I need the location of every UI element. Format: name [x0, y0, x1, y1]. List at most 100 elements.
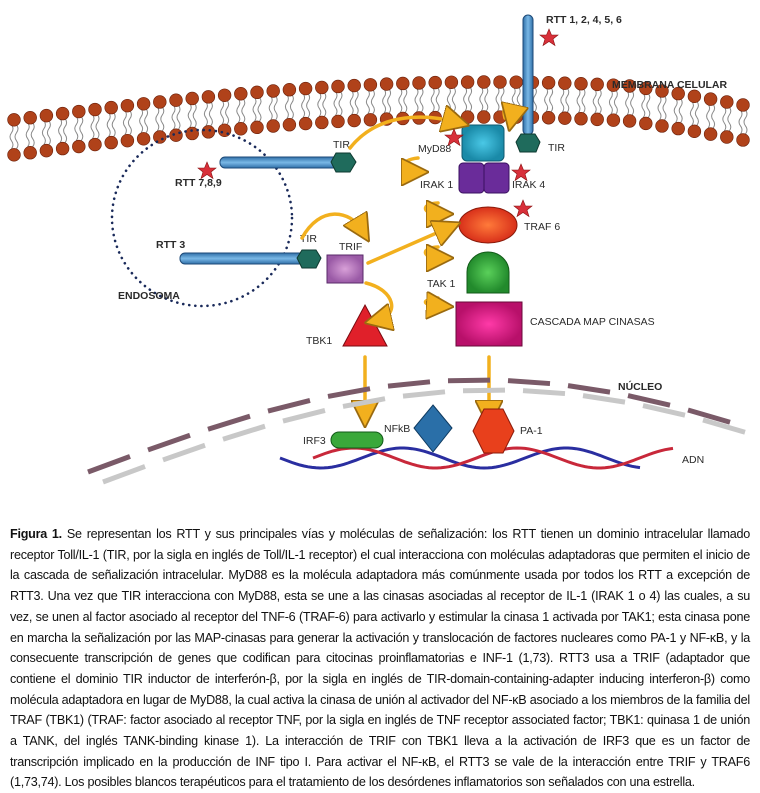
lipid-head [606, 113, 621, 127]
nuclear-envelope-segment [462, 387, 506, 394]
lipid-tail [208, 101, 213, 127]
nuclear-envelope-segment [282, 407, 326, 424]
irak4-label: IRAK 4 [512, 179, 545, 191]
nuclear-envelope-segment [507, 378, 551, 387]
traf6-node [458, 206, 518, 244]
lipid-tail [144, 108, 149, 134]
lipid-head [428, 75, 442, 90]
lipid-tail [30, 122, 35, 148]
arrow-receptor-to-myd88 [504, 105, 513, 119]
lipid-tail [597, 89, 602, 114]
lipid-head [55, 141, 70, 156]
lipid-head [477, 110, 491, 124]
membrane-label: MEMBRANA CELULAR [612, 79, 728, 91]
lipid-tail [565, 87, 570, 113]
lipid-tail [451, 86, 456, 112]
lipid-head [590, 112, 604, 127]
lipid-tail [387, 88, 392, 114]
lipid-tail [187, 103, 192, 128]
lipid-tail [90, 114, 95, 139]
lipid-tail [160, 106, 165, 132]
lipid-head [736, 133, 750, 147]
lipid-head [720, 95, 734, 109]
lipid-tail [225, 99, 230, 125]
lipid-head [671, 121, 685, 136]
lipid-tail [349, 90, 354, 115]
lipid-tail [284, 94, 289, 120]
tir-domain-rtt-3 [296, 249, 322, 269]
lipid-head [153, 95, 167, 109]
lipid-tail [354, 90, 359, 115]
lipid-tail [192, 103, 197, 128]
lipid-tail [495, 86, 500, 112]
lipid-head [622, 114, 637, 128]
lipid-tail [257, 97, 262, 122]
lipid-head [720, 130, 734, 144]
lipid-head [7, 113, 21, 127]
nuclear-envelope-segment [582, 393, 626, 405]
lipid-head [363, 113, 378, 127]
lipid-tail [322, 92, 327, 117]
lipid-head [169, 128, 183, 142]
lipid-tail [435, 87, 440, 112]
lipid-head [282, 83, 297, 97]
lipid-head [72, 139, 86, 154]
receptor-rtt-3 [179, 252, 306, 265]
lipid-tail [46, 120, 51, 145]
receptor-rtt-789 [219, 156, 341, 169]
lipid-tail [398, 88, 403, 113]
lipid-tail [630, 90, 635, 116]
lipid-head [477, 75, 491, 89]
lipid-head [622, 79, 637, 93]
trif-node [326, 254, 364, 284]
nfkb-node [413, 404, 453, 453]
lipid-tail [139, 108, 144, 134]
lipid-head [266, 84, 280, 98]
lipid-head [266, 119, 280, 133]
irak1-node [458, 162, 485, 194]
lipid-tail [268, 95, 273, 121]
lipid-tail [74, 116, 79, 141]
lipid-head [331, 79, 345, 94]
lipid-head [558, 76, 572, 90]
lipid-head [201, 90, 216, 104]
lipid-tail [252, 97, 257, 122]
lipid-head [298, 116, 313, 131]
dna-label: ADN [682, 454, 704, 466]
lipid-head [493, 75, 507, 89]
lipid-head [671, 86, 685, 101]
tir-endo-upper-label: TIR [333, 139, 350, 151]
lipid-head [55, 106, 70, 121]
pa1-node [472, 408, 515, 454]
lipid-head [217, 88, 232, 102]
lipid-tail [722, 106, 727, 132]
arrow-myd88-to-irak [403, 156, 418, 172]
lipid-tail [79, 116, 84, 141]
lipid-tail [662, 95, 667, 121]
lipid-tail [241, 98, 246, 124]
lipid-tail [127, 110, 132, 135]
tir-right-label: TIR [548, 142, 565, 154]
tbk1-node [342, 303, 388, 347]
lipid-tail [236, 98, 241, 124]
lipid-head [655, 84, 669, 98]
lipid-tail [581, 88, 586, 114]
lipid-tail [689, 101, 694, 126]
lipid-head [315, 115, 329, 130]
endosome-label: ENDOSOMA [118, 290, 180, 302]
lipid-head [460, 75, 475, 89]
lipid-head [250, 120, 264, 135]
tir-domain-rtt-789 [330, 152, 357, 173]
nfkb-label: NFkB [384, 423, 410, 435]
figure-label: Figura 1. [10, 527, 62, 541]
lipid-tail [338, 91, 343, 116]
rtt789-label: RTT 7,8,9 [175, 177, 222, 189]
lipid-tail [646, 93, 651, 118]
lipid-head [298, 81, 313, 96]
lipid-tail [430, 87, 435, 112]
nuclear-envelope-segment [627, 393, 671, 408]
lipid-tail [532, 87, 537, 112]
tlr-signaling-diagram: MEMBRANA CELULAR RTT 1, 2, 4, 5, 6 TIR E… [7, 14, 750, 485]
lipid-head [558, 111, 572, 125]
nuclear-envelope-segment [522, 388, 566, 397]
